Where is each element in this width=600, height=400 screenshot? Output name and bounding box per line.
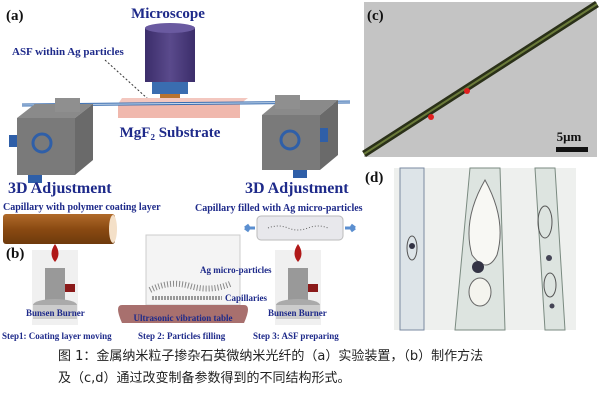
capillary-filled-label: Capillary filled with Ag micro-particles (195, 203, 363, 214)
scale-bar (556, 147, 588, 152)
left-stage-icon (9, 98, 93, 183)
table-label: Ultrasonic vibration table (134, 313, 233, 323)
caption-line-2: 及（c,d）通过改变制备参数得到的不同结构形式。 (58, 371, 351, 386)
panel-d: (d) (365, 167, 576, 331)
adjust-right-label: 3D Adjustment (245, 180, 349, 197)
capillary-coating-label: Capillary with polymer coating layer (3, 202, 161, 213)
step3-label: Step 3: ASF preparing (253, 331, 339, 341)
figure: (a) Microscope ASF within Ag particles M… (2, 1, 599, 341)
step2-label: Step 2: Particles filling (138, 331, 226, 341)
asf-label: ASF within Ag particles (12, 46, 124, 58)
microscope-label: Microscope (131, 6, 205, 22)
panel-b-label: (b) (6, 246, 24, 262)
coated-capillary (3, 214, 115, 244)
ultrasonic-table (118, 305, 248, 323)
step1-label: Step1: Coating layer moving (2, 331, 112, 341)
ag-particles-label: Ag micro-particles (200, 265, 272, 275)
adjust-left-label: 3D Adjustment (8, 180, 112, 197)
substrate-label: MgF₂ Substrate (120, 125, 221, 141)
substrate (118, 104, 240, 118)
bunsen-burner-left-icon (32, 244, 78, 325)
panel-b: Capillary with polymer coating layer Cap… (2, 202, 363, 341)
panel-d-label: (d) (365, 170, 383, 186)
right-stage-icon (262, 95, 338, 178)
caption-line-1: 图 1：金属纳米粒子掺杂石英微纳米光纤的（a）实验装置，（b）制作方法 (58, 349, 484, 364)
burner-right-label: Bunsen Burner (268, 308, 327, 318)
panel-c: (c) 5μm (362, 1, 599, 157)
particles (148, 280, 232, 293)
right-arrow-icon (345, 223, 356, 233)
panel-a: (a) Microscope ASF within Ag particles M… (6, 6, 351, 197)
microscope-icon (145, 23, 195, 98)
burner-left-label: Bunsen Burner (26, 308, 85, 318)
figure-caption: 图 1：金属纳米粒子掺杂石英微纳米光纤的（a）实验装置，（b）制作方法 及（c,… (58, 346, 598, 390)
left-arrow-icon (244, 223, 255, 233)
capillaries-label: Capillaries (225, 293, 267, 303)
panel-a-label: (a) (6, 8, 24, 24)
panel-c-label: (c) (367, 8, 384, 24)
asf-arrow (104, 59, 149, 100)
beaker (145, 234, 241, 306)
filled-capillary (256, 215, 344, 241)
scale-label: 5μm (557, 129, 582, 144)
bunsen-burner-right-icon (275, 244, 321, 325)
